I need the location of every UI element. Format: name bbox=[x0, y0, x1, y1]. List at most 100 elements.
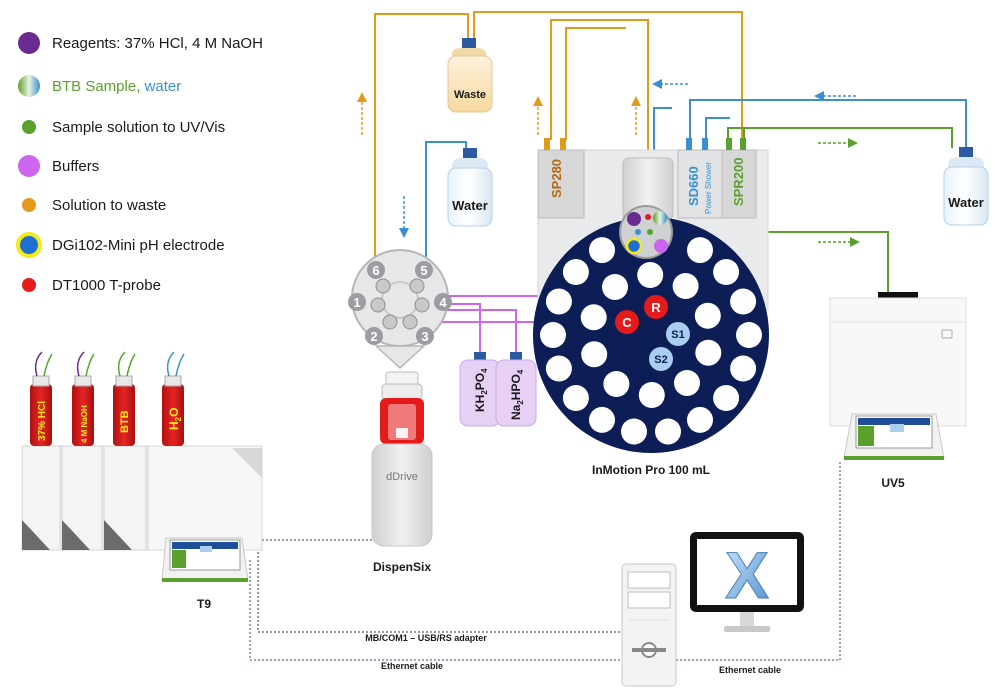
legend-buffers: Buffers bbox=[52, 158, 99, 175]
legend-reagents: Reagents: 37% HCl, 4 M NaOH bbox=[52, 35, 263, 52]
btb-sample-legend-icon bbox=[18, 75, 40, 97]
tubing bbox=[249, 11, 967, 661]
reagents-legend-icon bbox=[18, 32, 40, 54]
rack-hole bbox=[694, 302, 721, 329]
position-r bbox=[644, 295, 668, 319]
valve-port-2: 2 bbox=[370, 329, 377, 344]
dispensix-label: DispenSix bbox=[373, 560, 431, 574]
x-logo-icon: X bbox=[725, 538, 769, 612]
legend-waste: Solution to waste bbox=[52, 197, 166, 214]
water-line-right bbox=[689, 99, 967, 148]
rack-hole bbox=[655, 418, 681, 445]
svg-text:Na2HPO4: Na2HPO4 bbox=[509, 369, 525, 420]
waste-line-sp280-b bbox=[565, 27, 626, 140]
uv5-label: UV5 bbox=[881, 476, 905, 490]
power-shower-label: Power Shower bbox=[704, 162, 713, 214]
ethernet-cable-right bbox=[676, 460, 841, 661]
btb-label: BTB bbox=[119, 410, 131, 433]
rack-hole bbox=[674, 370, 700, 396]
rack-hole bbox=[545, 355, 572, 382]
buffer-line-kh2po4 bbox=[442, 303, 481, 358]
rack-holes bbox=[540, 237, 762, 445]
position-s1-label: S1 bbox=[671, 329, 684, 341]
water-bottle-left-label: Water bbox=[452, 198, 488, 213]
waste-bottle-label: Waste bbox=[454, 89, 486, 101]
legend-electrode: DGi102-Mini pH electrode bbox=[52, 237, 225, 254]
ethernet-cable-left-label: Ethernet cable bbox=[381, 661, 443, 671]
uv5-spectrophotometer: UV5 bbox=[829, 292, 967, 490]
rack-disc bbox=[533, 217, 769, 453]
waste-line-top bbox=[473, 11, 743, 140]
legend-btb-sample: BTB Sample, bbox=[52, 78, 140, 95]
rack-hole bbox=[736, 322, 762, 348]
ethernet-cable-left bbox=[249, 560, 620, 661]
rack-hole bbox=[580, 304, 607, 331]
uvvis-legend-icon bbox=[22, 120, 36, 134]
rack-hole bbox=[687, 237, 713, 264]
reagent-bottle-hcl: 37% HCl bbox=[30, 351, 53, 446]
position-s1 bbox=[666, 322, 690, 346]
waste-bottle: Waste bbox=[447, 38, 493, 113]
rack-hole bbox=[713, 259, 740, 285]
rack-hole bbox=[672, 273, 699, 299]
waste-line-valve bbox=[374, 13, 469, 262]
svg-text:H2O: H2O bbox=[167, 408, 183, 430]
rack-hole bbox=[687, 406, 713, 433]
rack-hole bbox=[713, 385, 740, 411]
t9-label: T9 bbox=[197, 597, 211, 611]
legend-tprobe: DT1000 T-probe bbox=[52, 277, 161, 294]
rack-hole bbox=[730, 355, 757, 382]
sd660-label: SD660 bbox=[686, 166, 701, 206]
buffer-line-na2hpo4 bbox=[446, 309, 517, 358]
hcl-label: 37% HCl bbox=[37, 401, 48, 441]
buffer-bottles: KH2PO4 Na2HPO4 bbox=[459, 352, 537, 427]
reagent-bottle-btb: BTB bbox=[113, 351, 136, 446]
rack-hole bbox=[589, 237, 615, 264]
waste-legend-icon bbox=[22, 198, 36, 212]
svg-text:KH2PO4: KH2PO4 bbox=[473, 368, 489, 412]
rack-hole bbox=[581, 341, 608, 368]
rack-hole bbox=[621, 418, 647, 445]
valve-port-3: 3 bbox=[421, 329, 428, 344]
position-s2 bbox=[649, 347, 673, 371]
svg-text:BTB Sample, water: BTB Sample, water bbox=[52, 78, 181, 95]
buffers-legend-icon bbox=[18, 155, 40, 177]
electrode-legend-icon bbox=[16, 232, 42, 258]
sp280-pump bbox=[537, 149, 585, 219]
valve-port-6: 6 bbox=[372, 263, 379, 278]
rack-hole bbox=[589, 406, 615, 433]
reagent-inlet bbox=[627, 212, 641, 226]
water-bottle-left: Water bbox=[447, 148, 493, 227]
rack-hole bbox=[638, 382, 665, 408]
position-s2-label: S2 bbox=[654, 354, 667, 366]
na2hpo4-label: Na bbox=[509, 404, 523, 420]
ddrive-body bbox=[371, 443, 433, 547]
buffer-inlet bbox=[654, 239, 668, 253]
sample-line-top bbox=[727, 127, 953, 148]
reagent-bottle-naoh: 4 M NaOH bbox=[72, 351, 95, 446]
btb-inlet bbox=[653, 211, 667, 225]
water-line-valve bbox=[425, 141, 467, 262]
rack-hole bbox=[562, 259, 589, 285]
ethernet-cable-right-label: Ethernet cable bbox=[719, 665, 781, 675]
spr200-label: SPR200 bbox=[731, 158, 746, 206]
rack-hole bbox=[545, 288, 572, 315]
water-bottle-right-label: Water bbox=[948, 195, 984, 210]
kh2po4-label: KH bbox=[473, 395, 487, 412]
legend-water: water bbox=[140, 78, 181, 95]
rack-hole bbox=[603, 371, 630, 397]
naoh-label: 4 M NaOH bbox=[80, 405, 89, 443]
h2o-label: H bbox=[167, 421, 181, 430]
position-c bbox=[615, 310, 639, 334]
power-shower-line bbox=[705, 117, 730, 140]
ph-electrode bbox=[625, 237, 643, 255]
flow-arrows bbox=[357, 79, 860, 247]
rack-hole bbox=[540, 322, 566, 348]
rack-hole bbox=[695, 339, 722, 366]
valve-port-4: 4 bbox=[439, 295, 447, 310]
rack-label: InMotion Pro 100 mL bbox=[592, 463, 710, 477]
pc-computer: X bbox=[621, 532, 804, 687]
reagent-bottle-h2o: H2O bbox=[162, 351, 185, 446]
legend: Reagents: 37% HCl, 4 M NaOH BTB Sample, … bbox=[16, 32, 263, 294]
